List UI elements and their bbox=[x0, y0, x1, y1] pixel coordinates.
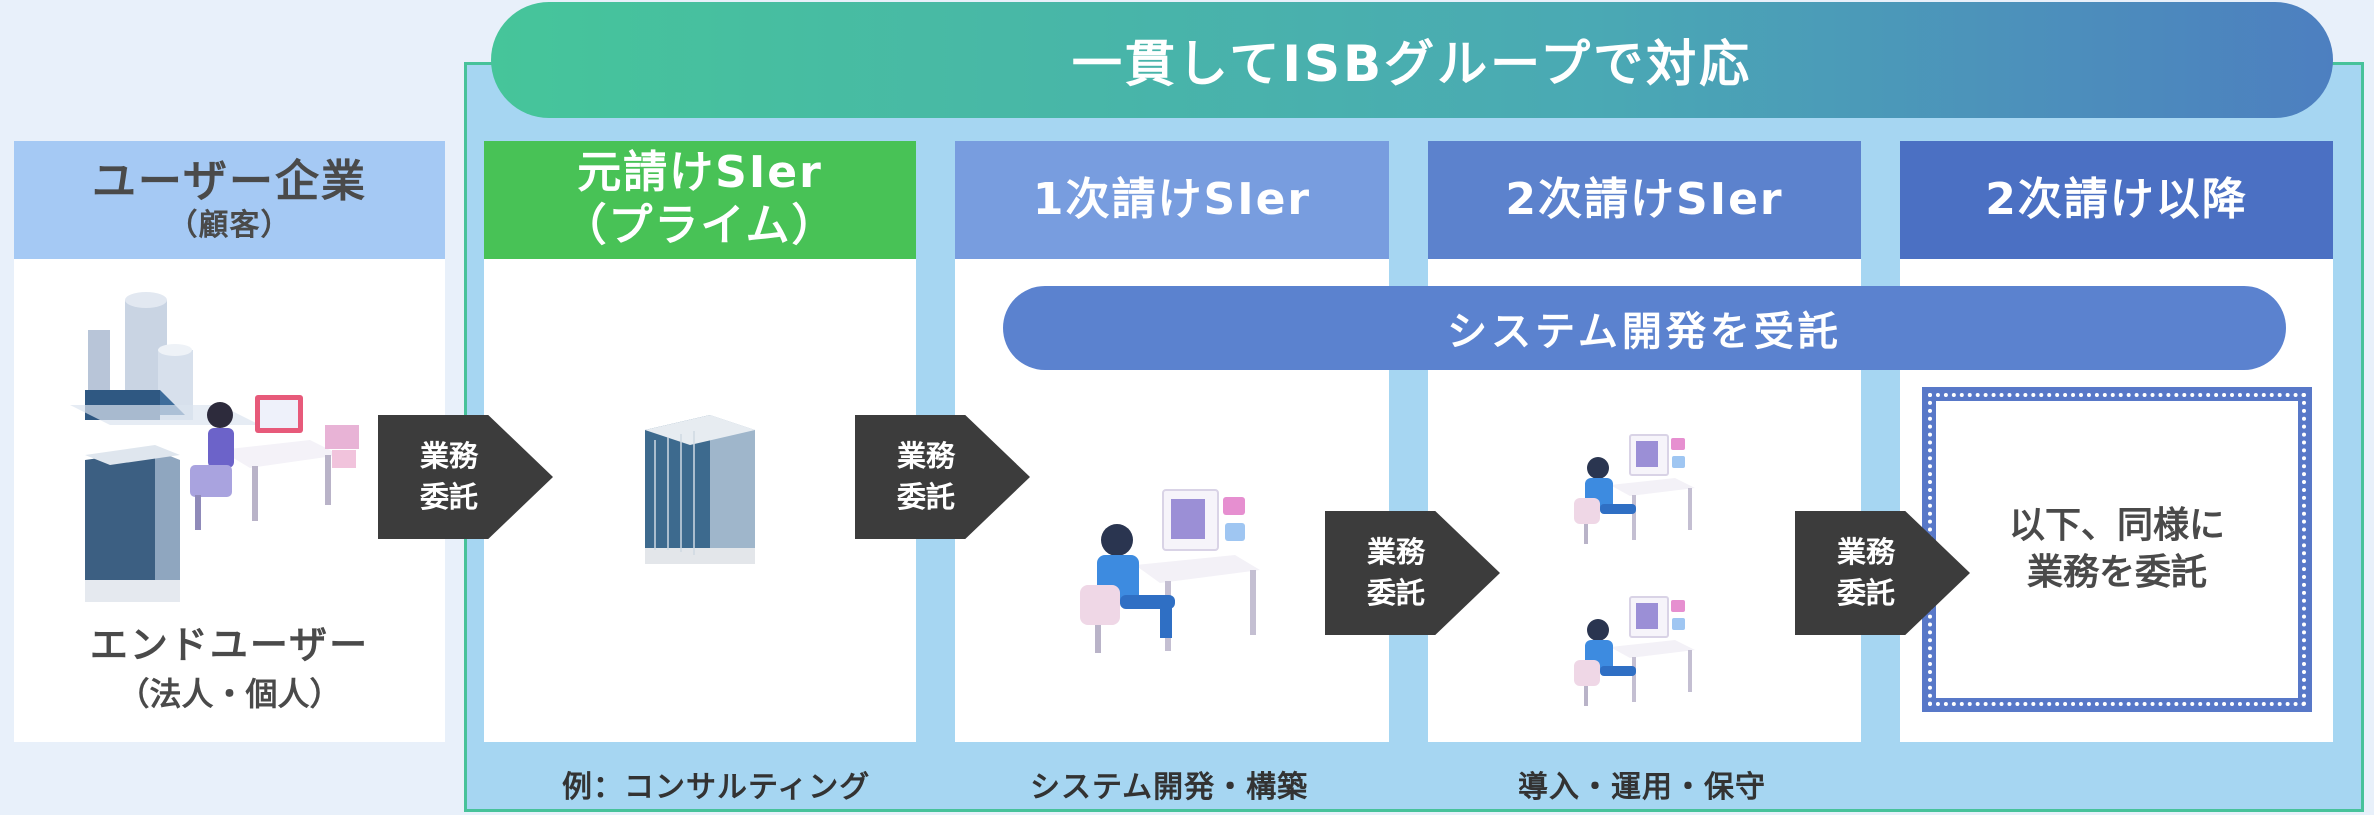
arrow-label-line2: 委託 bbox=[1837, 576, 1896, 610]
footer-second-example: 導入・運用・保守 bbox=[1518, 770, 1766, 805]
column-header-prime: 元請けSIer （プライム） bbox=[484, 141, 916, 259]
customer-illustration bbox=[70, 292, 359, 602]
end-user-subtitle: （法人・個人） bbox=[117, 675, 342, 713]
delegate-similarly-box: 以下、同様に 業務を委託 bbox=[1922, 387, 2312, 712]
column-title: ユーザー企業 bbox=[91, 155, 368, 207]
isb-group-banner: 一貫してISBグループで対応 bbox=[491, 2, 2333, 118]
column-title: 1次請けSIer bbox=[1032, 173, 1312, 225]
end-user-title: エンドユーザー bbox=[89, 623, 370, 667]
arrow-label-line2: 委託 bbox=[1367, 576, 1426, 610]
arrow-label-line2: 委託 bbox=[420, 480, 479, 514]
arrow-label-line1: 業務 bbox=[420, 439, 479, 474]
column-title: 2次請け以降 bbox=[1985, 173, 2248, 225]
end-user-label: エンドユーザー （法人・個人） bbox=[14, 614, 445, 715]
column-header-user: ユーザー企業 （顧客） bbox=[14, 141, 445, 259]
column-header-first: 1次請けSIer bbox=[955, 141, 1389, 259]
delegate-similarly-line2: 業務を委託 bbox=[2026, 551, 2207, 593]
arrow-label-line1: 業務 bbox=[1837, 535, 1896, 570]
footer-prime-example: 例：コンサルティング bbox=[562, 770, 871, 805]
column-header-second: 2次請けSIer bbox=[1428, 141, 1861, 259]
column-title: 2次請けSIer bbox=[1505, 173, 1784, 225]
delegate-similarly-line1: 以下、同様に bbox=[2008, 504, 2225, 546]
arrow-label-line1: 業務 bbox=[897, 439, 956, 474]
worker-at-desk-icon bbox=[190, 395, 359, 530]
system-development-pill: システム開発を受託 bbox=[1003, 286, 2286, 370]
developer-at-desk-icon bbox=[1574, 596, 1695, 706]
column-header-after: 2次請け以降 bbox=[1900, 141, 2333, 259]
office-building-icon bbox=[645, 415, 755, 564]
column-subtitle: （顧客） bbox=[167, 208, 292, 244]
footer-first-example: システム開発・構築 bbox=[1030, 770, 1309, 805]
developer-at-desk-icon bbox=[1574, 434, 1695, 544]
developer-at-desk-icon bbox=[1080, 489, 1260, 653]
column-title: 元請けSIer bbox=[577, 147, 823, 199]
factory-icon bbox=[70, 292, 260, 425]
tall-building-icon bbox=[85, 445, 180, 602]
arrow-label-line1: 業務 bbox=[1367, 535, 1426, 570]
column-subtitle: （プライム） bbox=[562, 200, 838, 251]
arrow-label-line2: 委託 bbox=[897, 480, 956, 514]
